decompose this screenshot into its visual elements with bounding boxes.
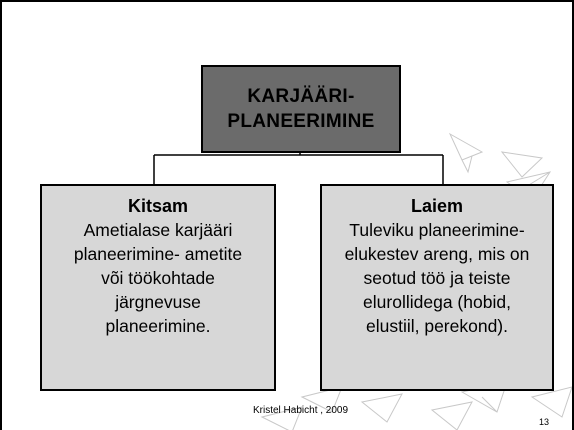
narrow-text-line: planeerimine- ametite [73, 244, 243, 264]
narrow-text-line: või töökohtade [101, 268, 215, 288]
narrow-text-line: Ametialase karjääri [83, 220, 233, 240]
root-node-line-2: PLANEERIMINE [227, 111, 375, 132]
root-node-line-1: KARJÄÄRI- [247, 86, 355, 107]
narrow-text-line: järgnevuse [115, 292, 201, 312]
broad-text-line: elukestev areng, mis on [344, 244, 530, 264]
footer-author: Kristel Habicht , 2009 [253, 405, 349, 416]
broad-text-line: seotud töö ja teiste [363, 268, 511, 288]
broad-definition-box: Laiem Tuleviku planeerimine- elukestev a… [320, 184, 554, 391]
broad-heading: Laiem [410, 196, 464, 216]
broad-text-line: elurollidega (hobid, [363, 292, 511, 312]
root-node-box: KARJÄÄRI- PLANEERIMINE [201, 65, 401, 153]
broad-text-line: elustiil, perekond). [365, 316, 509, 336]
page-number: 13 [539, 417, 550, 427]
narrow-heading: Kitsam [127, 196, 189, 216]
broad-text-line: Tuleviku planeerimine- [349, 220, 525, 240]
narrow-text-line: planeerimine. [105, 316, 211, 336]
narrow-definition-box: Kitsam Ametialase karjääri planeerimine-… [40, 184, 276, 391]
